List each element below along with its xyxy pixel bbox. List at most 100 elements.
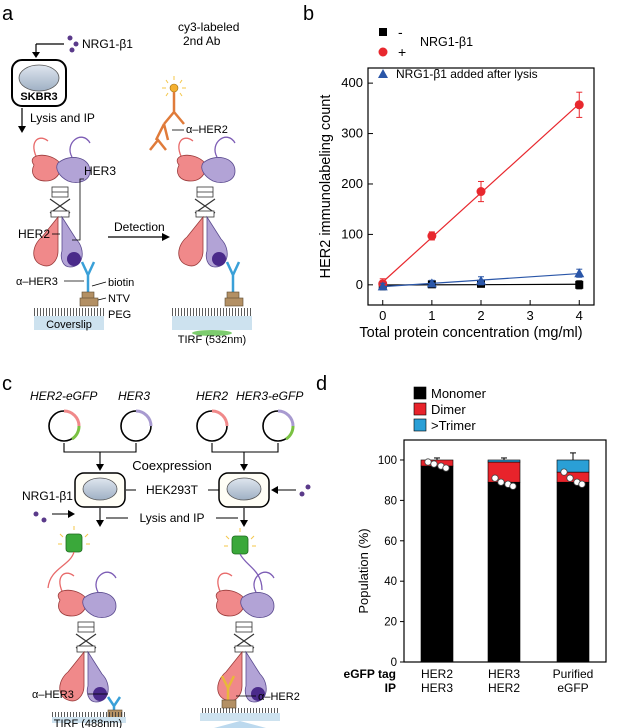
lysis-label-c: Lysis and IP <box>140 511 205 525</box>
bar-segment <box>487 481 521 663</box>
data-point <box>377 281 388 291</box>
legend-label: Dimer <box>431 402 466 417</box>
data-point <box>497 478 505 486</box>
x-tick-label: 0 <box>379 308 386 323</box>
x-tick-label: 1 <box>428 308 435 323</box>
panel-label-c: c <box>2 373 12 395</box>
data-point <box>575 280 584 289</box>
tirf-label-a: TIRF (532nm) <box>178 334 246 346</box>
ntv-label-a: NTV <box>108 293 131 305</box>
row-label-tag: eGFP tag <box>344 667 396 681</box>
secondary-ab-line2: 2nd Ab <box>183 34 221 48</box>
plasmid-her3: HER3 <box>118 389 150 403</box>
legend-label: NRG1-β1 added after lysis <box>396 67 538 81</box>
peg-label-a: PEG <box>108 309 131 321</box>
panel-label-d: d <box>316 373 327 395</box>
tirf-label-c: TIRF (488nm) <box>54 718 122 728</box>
legend-label: >Trimer <box>431 418 476 433</box>
legend-group-label: NRG1-β1 <box>420 35 473 49</box>
coverslip-label-a: Coverslip <box>46 319 92 331</box>
anti-her3-label-c: α–HER3 <box>32 689 74 701</box>
y-tick-label: 0 <box>356 277 363 292</box>
plasmid-ring-1 <box>48 409 81 442</box>
anti-her2-label-c: α–HER2 <box>258 691 300 703</box>
coexpression-label: Coexpression <box>132 458 212 473</box>
cy3-icon <box>162 76 186 100</box>
her3-label-a: HER3 <box>84 164 116 178</box>
legend-swatch <box>413 418 427 432</box>
egfp-icon-right <box>224 528 256 555</box>
y-tick-label: 200 <box>341 176 363 191</box>
plasmid-ring-2 <box>120 409 153 442</box>
plasmid-ring-4 <box>262 409 295 442</box>
data-point <box>426 278 437 288</box>
x-tick-label: 3 <box>527 308 534 323</box>
secondary-ab-line1: cy3-labeled <box>178 20 239 34</box>
y-tick-label: 100 <box>378 455 397 467</box>
legend-marker <box>379 28 387 36</box>
data-point <box>476 187 486 197</box>
y-tick-label: 40 <box>384 576 397 588</box>
data-point <box>574 268 585 278</box>
her2-label-a: HER2 <box>18 227 50 241</box>
plasmid-her2-egfp: HER2-eGFP <box>30 389 97 403</box>
panel-label-a: a <box>2 3 14 25</box>
y-tick-label: 400 <box>341 75 363 90</box>
legend-swatch <box>413 402 427 416</box>
data-point <box>560 468 568 476</box>
data-point <box>566 474 574 482</box>
category-ip: eGFP <box>557 681 588 695</box>
data-point <box>430 460 438 468</box>
plasmid-her3-egfp: HER3-eGFP <box>236 389 303 403</box>
ligand-label-c: NRG1-β1 <box>22 489 73 503</box>
category-ip: HER2 <box>488 681 520 695</box>
anti-her2-label-a: α–HER2 <box>186 124 228 136</box>
data-point <box>427 231 437 241</box>
data-point <box>574 100 584 110</box>
data-point <box>424 458 432 466</box>
data-point <box>476 275 486 285</box>
x-axis-label: Total protein concentration (mg/ml) <box>359 325 582 341</box>
data-point <box>491 474 499 482</box>
y-tick-label: 80 <box>384 495 397 507</box>
category-tag: Purified <box>553 667 594 681</box>
ligand-label-a: NRG1-β1 <box>82 37 133 51</box>
bar-segment <box>556 481 590 663</box>
detection-label-a: Detection <box>114 220 165 234</box>
category-tag: HER3 <box>488 667 520 681</box>
cell-line-c: HEK293T <box>146 483 199 497</box>
cell-line-a: SKBR3 <box>20 91 57 103</box>
data-point <box>578 480 586 488</box>
anti-her3-label-a: α–HER3 <box>16 276 58 288</box>
row-label-ip: IP <box>385 681 396 695</box>
lysis-label-a: Lysis and IP <box>30 111 95 125</box>
y-tick-label: 20 <box>384 617 397 629</box>
y-tick-label: 100 <box>341 226 363 241</box>
biotin-label-a: biotin <box>108 277 134 289</box>
y-tick-label: 0 <box>391 657 397 669</box>
y-tick-label: 60 <box>384 536 397 548</box>
category-tag: HER2 <box>421 667 453 681</box>
legend-marker <box>378 69 388 78</box>
x-tick-label: 2 <box>477 308 484 323</box>
panel-c: c HER2-eGFP HER3 HER2 HER3-eGFP <box>2 373 311 728</box>
data-point <box>509 482 517 490</box>
bar-segment <box>420 465 454 663</box>
legend-swatch <box>413 386 427 400</box>
legend-marker <box>378 47 388 57</box>
category-ip: HER3 <box>421 681 453 695</box>
legend-label: Monomer <box>431 386 487 401</box>
panel-label-b: b <box>303 3 314 25</box>
data-point <box>442 464 450 472</box>
panel-a: a NRG1-β1 SKBR3 Lysis and IP HER3 HER2 α… <box>2 3 252 346</box>
bar-segment <box>487 459 521 463</box>
x-tick-label: 4 <box>576 308 583 323</box>
y-tick-label: 300 <box>341 126 363 141</box>
egfp-icon-left <box>58 526 90 553</box>
